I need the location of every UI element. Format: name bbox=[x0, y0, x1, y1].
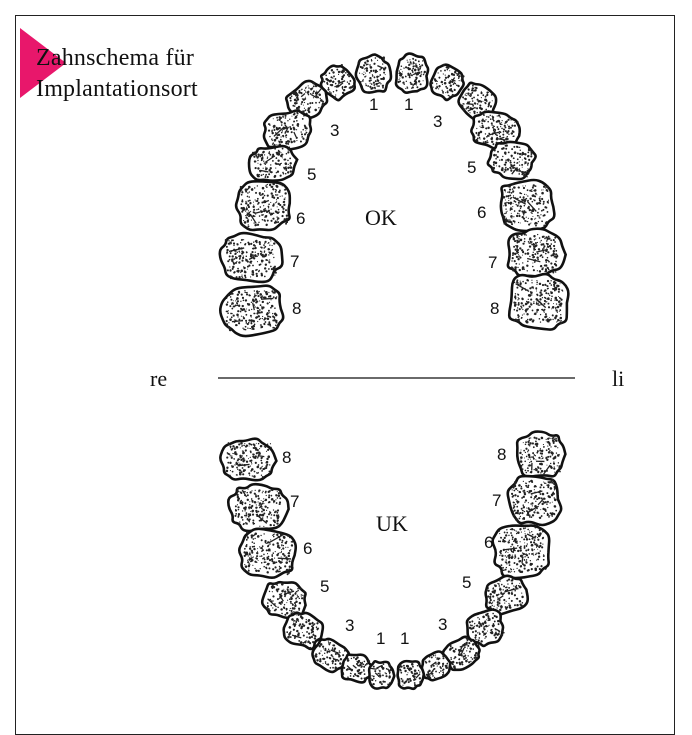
lower-tooth bbox=[227, 483, 289, 532]
upper-tooth-number: 1 bbox=[369, 95, 378, 114]
upper-tooth-number: 8 bbox=[292, 299, 301, 318]
upper-tooth-number: 6 bbox=[296, 209, 305, 228]
upper-tooth-number: 3 bbox=[330, 121, 339, 140]
lower-tooth-number: 3 bbox=[345, 616, 354, 635]
lower-tooth bbox=[220, 437, 278, 480]
lower-tooth-number: 6 bbox=[484, 533, 493, 552]
lower-tooth-number: 7 bbox=[290, 492, 299, 511]
lower-tooth-number: 6 bbox=[303, 539, 312, 558]
upper-tooth bbox=[353, 53, 393, 95]
upper-tooth bbox=[499, 178, 557, 233]
upper-tooth bbox=[219, 231, 284, 284]
right-side-label: re bbox=[150, 366, 167, 392]
upper-tooth-number: 8 bbox=[490, 299, 499, 318]
upper-tooth bbox=[507, 227, 567, 278]
upper-teeth bbox=[219, 52, 569, 337]
lower-jaw-label: UK bbox=[376, 511, 408, 537]
lower-tooth-number: 5 bbox=[320, 577, 329, 596]
upper-tooth-number: 7 bbox=[290, 252, 299, 271]
lower-tooth-number: 8 bbox=[497, 445, 506, 464]
lower-tooth bbox=[507, 475, 562, 526]
lower-tooth bbox=[237, 527, 297, 579]
upper-tooth bbox=[509, 273, 569, 330]
lower-tooth-number: 3 bbox=[438, 615, 447, 634]
upper-tooth bbox=[234, 179, 292, 232]
upper-tooth bbox=[394, 52, 431, 95]
lower-tooth-number: 7 bbox=[492, 491, 501, 510]
lower-tooth-number: 1 bbox=[376, 629, 385, 648]
lower-tooth bbox=[397, 660, 425, 690]
upper-tooth-number: 3 bbox=[433, 112, 442, 131]
lower-tooth bbox=[368, 661, 395, 690]
left-side-label: li bbox=[612, 366, 624, 392]
upper-tooth-number: 5 bbox=[307, 165, 316, 184]
lower-tooth-number: 5 bbox=[462, 573, 471, 592]
lower-tooth-number: 8 bbox=[282, 448, 291, 467]
upper-tooth-number: 1 bbox=[404, 95, 413, 114]
upper-tooth bbox=[219, 285, 283, 337]
lower-tooth-number: 1 bbox=[400, 629, 409, 648]
upper-tooth-number: 6 bbox=[477, 203, 486, 222]
upper-jaw-label: OK bbox=[365, 205, 397, 231]
upper-tooth bbox=[247, 143, 300, 184]
lower-tooth bbox=[516, 431, 566, 478]
upper-tooth-number: 5 bbox=[467, 158, 476, 177]
lower-teeth bbox=[220, 431, 567, 690]
upper-tooth-number: 7 bbox=[488, 253, 497, 272]
lower-tooth bbox=[491, 523, 552, 580]
